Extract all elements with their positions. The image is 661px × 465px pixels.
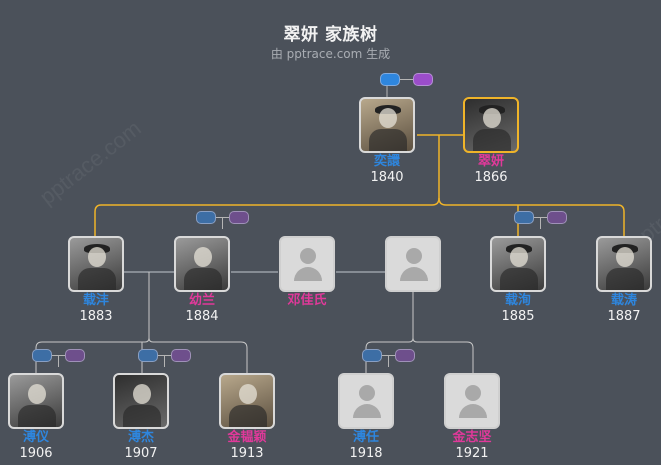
person-name: 翠妍 bbox=[477, 154, 504, 169]
female-spouse-pill[interactable] bbox=[547, 211, 567, 224]
portrait-photo[interactable] bbox=[174, 236, 230, 292]
placeholder-avatar[interactable] bbox=[279, 236, 335, 292]
placeholder-avatar[interactable] bbox=[385, 236, 441, 292]
female-spouse-pill[interactable] bbox=[229, 211, 249, 224]
page-subtitle: 由 pptrace.com 生成 bbox=[270, 47, 391, 61]
body-shape bbox=[369, 129, 407, 151]
person-card-jinyunying[interactable]: 金韫颖 1913 bbox=[212, 373, 282, 461]
person-name: 奕譞 bbox=[373, 154, 400, 169]
person-card-pujie[interactable]: 溥杰 1907 bbox=[106, 373, 176, 461]
person-name: 溥杰 bbox=[127, 430, 154, 445]
female-spouse-pill[interactable] bbox=[395, 349, 415, 362]
birth-year: 1840 bbox=[370, 170, 404, 185]
person-name: 金志坚 bbox=[452, 430, 492, 445]
portrait-photo[interactable] bbox=[596, 236, 652, 292]
body-shape bbox=[500, 268, 538, 290]
person-name: 金韫颖 bbox=[227, 430, 267, 445]
person-card-yirang[interactable]: 奕譞 1840 bbox=[352, 97, 422, 185]
person-card-zaitao[interactable]: 载涛 1887 bbox=[589, 236, 659, 324]
body-shape bbox=[229, 405, 267, 427]
person-name: 溥任 bbox=[352, 430, 379, 445]
birth-year: 1883 bbox=[79, 309, 113, 324]
person-card-zaixun[interactable]: 载洵 1885 bbox=[483, 236, 553, 324]
person-icon bbox=[353, 404, 381, 418]
person-card-youlan[interactable]: 幼兰 1884 bbox=[167, 236, 237, 324]
portrait-photo[interactable] bbox=[113, 373, 169, 429]
head-shape bbox=[28, 384, 46, 404]
person-icon bbox=[359, 385, 375, 401]
female-spouse-pill[interactable] bbox=[171, 349, 191, 362]
person-icon bbox=[400, 267, 428, 281]
person-name: 载洵 bbox=[504, 293, 531, 308]
pill-stem bbox=[164, 355, 165, 367]
male-spouse-pill[interactable] bbox=[514, 211, 534, 224]
male-spouse-pill[interactable] bbox=[32, 349, 52, 362]
body-shape bbox=[18, 405, 56, 427]
portrait-photo[interactable] bbox=[8, 373, 64, 429]
person-card-puyi[interactable]: 溥仪 1906 bbox=[1, 373, 71, 461]
body-shape bbox=[606, 268, 644, 290]
birth-year: 1887 bbox=[607, 309, 641, 324]
pill-stem bbox=[388, 355, 389, 367]
portrait-photo[interactable] bbox=[68, 236, 124, 292]
male-spouse-pill[interactable] bbox=[362, 349, 382, 362]
body-shape bbox=[78, 268, 116, 290]
body-shape bbox=[184, 268, 222, 290]
portrait-photo[interactable] bbox=[359, 97, 415, 153]
female-spouse-pill[interactable] bbox=[65, 349, 85, 362]
person-card-puren[interactable]: 溥任 1918 bbox=[331, 373, 401, 461]
birth-year: 1866 bbox=[474, 170, 508, 185]
person-card-unknown[interactable] bbox=[378, 236, 448, 292]
head-shape bbox=[88, 247, 106, 267]
birth-year: 1921 bbox=[455, 446, 489, 461]
portrait-photo[interactable] bbox=[463, 97, 519, 153]
pill-link bbox=[400, 79, 413, 80]
person-name: 载涛 bbox=[610, 293, 637, 308]
birth-year: 1918 bbox=[349, 446, 383, 461]
birth-year: 1884 bbox=[185, 309, 219, 324]
person-card-zaifeng[interactable]: 载沣 1883 bbox=[61, 236, 131, 324]
portrait-photo[interactable] bbox=[219, 373, 275, 429]
head-shape bbox=[483, 108, 501, 128]
body-shape bbox=[123, 405, 161, 427]
page-title: 翠妍 家族树 bbox=[283, 25, 378, 45]
person-icon bbox=[294, 267, 322, 281]
birth-year: 1906 bbox=[19, 446, 53, 461]
male-spouse-pill[interactable] bbox=[380, 73, 400, 86]
placeholder-avatar[interactable] bbox=[444, 373, 500, 429]
head-shape bbox=[133, 384, 151, 404]
person-icon bbox=[459, 404, 487, 418]
person-icon bbox=[406, 248, 422, 264]
person-icon bbox=[300, 248, 316, 264]
head-shape bbox=[379, 108, 397, 128]
female-spouse-pill[interactable] bbox=[413, 73, 433, 86]
male-spouse-pill[interactable] bbox=[196, 211, 216, 224]
portrait-photo[interactable] bbox=[490, 236, 546, 292]
birth-year: 1885 bbox=[501, 309, 535, 324]
person-name: 幼兰 bbox=[188, 293, 215, 308]
birth-year: 1907 bbox=[124, 446, 158, 461]
person-name: 溥仪 bbox=[22, 430, 49, 445]
head-shape bbox=[194, 247, 212, 267]
head-shape bbox=[239, 384, 257, 404]
head-shape bbox=[510, 247, 528, 267]
placeholder-avatar[interactable] bbox=[338, 373, 394, 429]
person-card-dengjiashi[interactable]: 邓佳氏 bbox=[272, 236, 342, 309]
pill-stem bbox=[222, 217, 223, 229]
person-name: 载沣 bbox=[82, 293, 109, 308]
pill-stem bbox=[58, 355, 59, 367]
person-name: 邓佳氏 bbox=[287, 293, 327, 308]
pill-stem bbox=[540, 217, 541, 229]
body-shape bbox=[473, 129, 511, 151]
male-spouse-pill[interactable] bbox=[138, 349, 158, 362]
person-icon bbox=[465, 385, 481, 401]
birth-year: 1913 bbox=[230, 446, 264, 461]
person-card-cuiyan[interactable]: 翠妍 1866 bbox=[456, 97, 526, 185]
person-card-jinzhijian[interactable]: 金志坚 1921 bbox=[437, 373, 507, 461]
head-shape bbox=[616, 247, 634, 267]
